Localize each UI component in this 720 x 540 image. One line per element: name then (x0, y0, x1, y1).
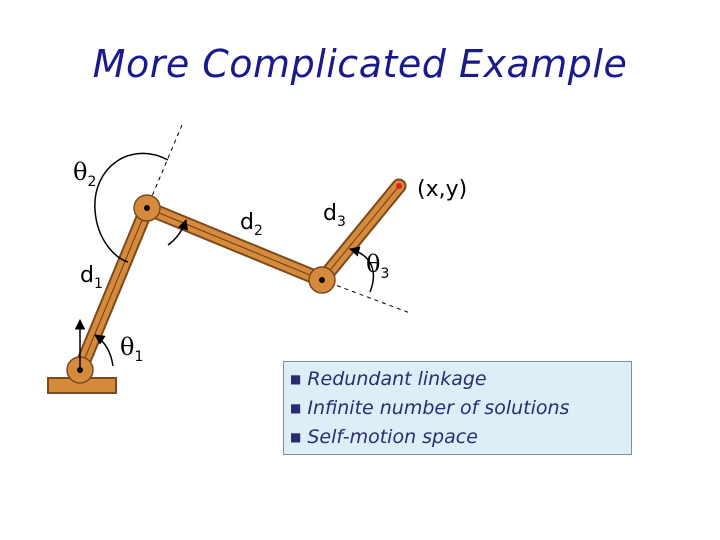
label-end-effector-xy: (x,y) (417, 177, 467, 202)
bullet-text: Redundant linkage (307, 368, 487, 390)
end-effector-point (396, 183, 402, 189)
label-theta3: θ3 (366, 250, 389, 282)
square-bullet-icon: ■ (290, 430, 302, 444)
square-bullet-icon: ■ (290, 372, 302, 386)
reference-line-joint3 (321, 279, 411, 314)
label-d2: d2 (240, 210, 263, 239)
bullet-text: Self-motion space (307, 426, 478, 448)
label-theta2: θ2 (73, 158, 96, 190)
label-d1: d1 (80, 263, 103, 292)
label-theta1: θ1 (120, 333, 143, 365)
theta2-arc-tail (167, 219, 188, 246)
square-bullet-icon: ■ (290, 401, 302, 415)
theta3-arc (348, 246, 375, 293)
link-1 (72, 200, 155, 378)
bullet-item: ■ Redundant linkage (290, 365, 631, 394)
joint-2 (133, 194, 161, 222)
label-d3: d3 (323, 201, 346, 230)
theta2-arc (94, 152, 169, 263)
notes-box: ■ Redundant linkage ■ Infinite number of s… (283, 361, 632, 455)
link-3 (314, 178, 407, 288)
bullet-item: ■ Infinite number of solutions (290, 394, 631, 423)
bullet-item: ■ Self-motion space (290, 423, 631, 452)
theta1-arc (94, 334, 114, 367)
link-2 (139, 200, 330, 288)
bullet-text: Infinite number of solutions (307, 397, 570, 419)
reference-line-joint2 (146, 124, 183, 209)
joint-3 (308, 266, 336, 294)
slide-title: More Complicated Example (92, 42, 628, 86)
